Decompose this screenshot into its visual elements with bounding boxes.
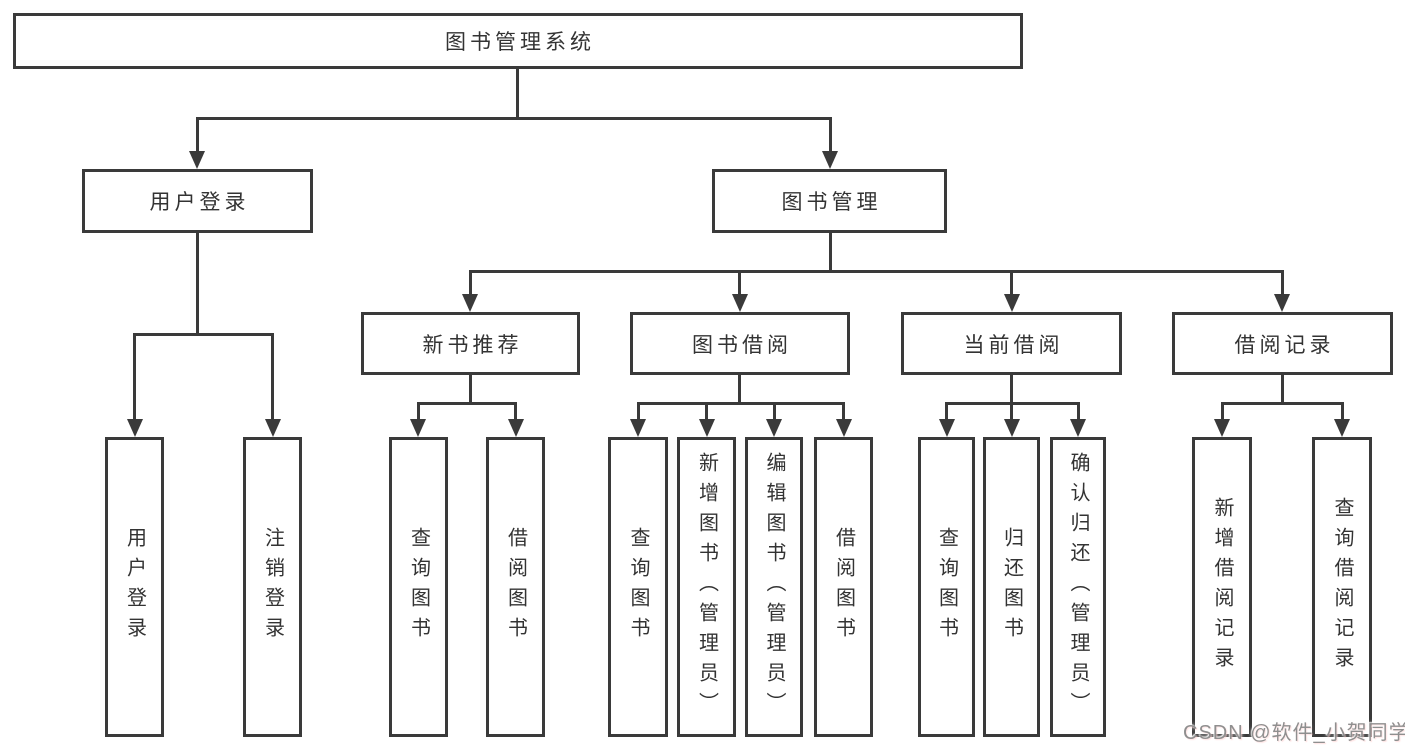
- arrow-down-icon: [410, 419, 426, 437]
- leaf-edit-book-admin: 编辑图书（管理员）: [745, 437, 803, 737]
- leaf-add-book-admin: 新增图书（管理员）: [677, 437, 736, 737]
- arrow-down-icon: [508, 419, 524, 437]
- leaf-label: 借阅图书: [504, 527, 527, 647]
- leaf-borrow-books-borrowing: 借阅图书: [814, 437, 873, 737]
- connector-stem-leaf: [842, 402, 845, 421]
- leaf-label: 确认归还（管理员）: [1067, 452, 1089, 722]
- connector-current-borrowing-feed: [1010, 375, 1013, 405]
- leaf-label: 注销登录: [261, 527, 284, 647]
- leaf-label: 新增借阅记录: [1211, 497, 1233, 677]
- arrow-down-icon: [189, 151, 205, 169]
- node-label: 新书推荐: [422, 333, 523, 357]
- connector-stem-leaf: [417, 402, 420, 421]
- node-library-management-system: 图书管理系统: [13, 13, 1023, 69]
- connector-stem-leaf-logout: [271, 333, 274, 422]
- leaf-query-books-borrowing: 查询图书: [608, 437, 668, 737]
- arrow-down-icon: [1004, 419, 1020, 437]
- arrow-down-icon: [1274, 294, 1290, 312]
- connector-stem-current-borrowing: [1010, 270, 1013, 297]
- connector-stem-leaf: [1221, 402, 1224, 421]
- connector-stem-borrowing-records: [1281, 270, 1284, 297]
- node-borrowing-records: 借阅记录: [1172, 312, 1393, 375]
- arrow-down-icon: [1214, 419, 1230, 437]
- connector-stem-leaf: [637, 402, 640, 421]
- arrow-down-icon: [699, 419, 715, 437]
- arrow-down-icon: [836, 419, 852, 437]
- node-new-book-recommend: 新书推荐: [361, 312, 580, 375]
- connector-borrowing-records-feed: [1281, 375, 1284, 405]
- arrow-down-icon: [265, 419, 281, 437]
- leaf-query-borrow-record: 查询借阅记录: [1312, 437, 1372, 737]
- connector-stem-leaf: [773, 402, 776, 421]
- connector-root-feed: [516, 69, 519, 120]
- connector-user-login-distributor: [133, 333, 274, 336]
- connector-stem-leaf: [1010, 402, 1013, 421]
- connector-stem-leaf-user-login: [133, 333, 136, 422]
- arrow-down-icon: [766, 419, 782, 437]
- connector-book-borrowing-feed: [738, 375, 741, 405]
- arrow-down-icon: [1004, 294, 1020, 312]
- leaf-label: 查询图书: [407, 527, 430, 647]
- leaf-user-login: 用户登录: [105, 437, 164, 737]
- connector-user-login-feed: [196, 233, 199, 336]
- connector-book-management-distributor: [469, 270, 1284, 273]
- leaf-label: 借阅图书: [832, 527, 855, 647]
- leaf-label: 查询借阅记录: [1331, 497, 1353, 677]
- watermark-text: CSDN @软件_小贺同学: [1183, 722, 1405, 744]
- leaf-label: 归还图书: [1000, 527, 1023, 647]
- node-book-management: 图书管理: [712, 169, 947, 233]
- connector-stem-book-management: [829, 117, 832, 153]
- connector-stem-leaf: [1077, 402, 1080, 421]
- connector-stem-leaf: [514, 402, 517, 421]
- connector-new-book-recommend-feed: [469, 375, 472, 405]
- node-book-borrowing: 图书借阅: [630, 312, 850, 375]
- arrow-down-icon: [630, 419, 646, 437]
- arrow-down-icon: [1334, 419, 1350, 437]
- connector-stem-new-book-recommend: [469, 270, 472, 297]
- connector-book-management-feed: [829, 233, 832, 273]
- connector-stem-leaf: [705, 402, 708, 421]
- node-label: 借阅记录: [1234, 333, 1335, 357]
- connector-borrowing-records-distributor: [1221, 402, 1344, 405]
- leaf-query-books-recommend: 查询图书: [389, 437, 448, 737]
- node-label: 图书管理系统: [445, 31, 595, 54]
- connector-stem-user-login: [196, 117, 199, 153]
- arrow-down-icon: [822, 151, 838, 169]
- leaf-borrow-books-recommend: 借阅图书: [486, 437, 545, 737]
- arrow-down-icon: [127, 419, 143, 437]
- leaf-add-borrow-record: 新增借阅记录: [1192, 437, 1252, 737]
- leaf-logout: 注销登录: [243, 437, 302, 737]
- connector-stem-book-borrowing: [738, 270, 741, 297]
- leaf-label: 编辑图书（管理员）: [763, 452, 785, 722]
- arrow-down-icon: [732, 294, 748, 312]
- node-label: 用户登录: [149, 191, 250, 214]
- leaf-label: 用户登录: [123, 527, 146, 647]
- connector-stem-leaf: [945, 402, 948, 421]
- node-label: 图书管理: [781, 191, 882, 214]
- leaf-label: 新增图书（管理员）: [695, 452, 718, 722]
- connector-root-distributor: [196, 117, 832, 120]
- leaf-label: 查询图书: [627, 527, 649, 647]
- arrow-down-icon: [939, 419, 955, 437]
- connector-stem-leaf: [1341, 402, 1344, 421]
- leaf-query-books-current: 查询图书: [918, 437, 975, 737]
- node-label: 图书借阅: [692, 333, 792, 357]
- arrow-down-icon: [462, 294, 478, 312]
- connector-book-borrowing-distributor: [637, 402, 845, 405]
- leaf-confirm-return-admin: 确认归还（管理员）: [1050, 437, 1106, 737]
- leaf-label: 查询图书: [935, 527, 958, 647]
- leaf-return-books: 归还图书: [983, 437, 1040, 737]
- arrow-down-icon: [1070, 419, 1086, 437]
- connector-new-book-recommend-distributor: [417, 402, 517, 405]
- node-label: 当前借阅: [963, 333, 1064, 357]
- node-current-borrowing: 当前借阅: [901, 312, 1122, 375]
- node-user-login: 用户登录: [82, 169, 313, 233]
